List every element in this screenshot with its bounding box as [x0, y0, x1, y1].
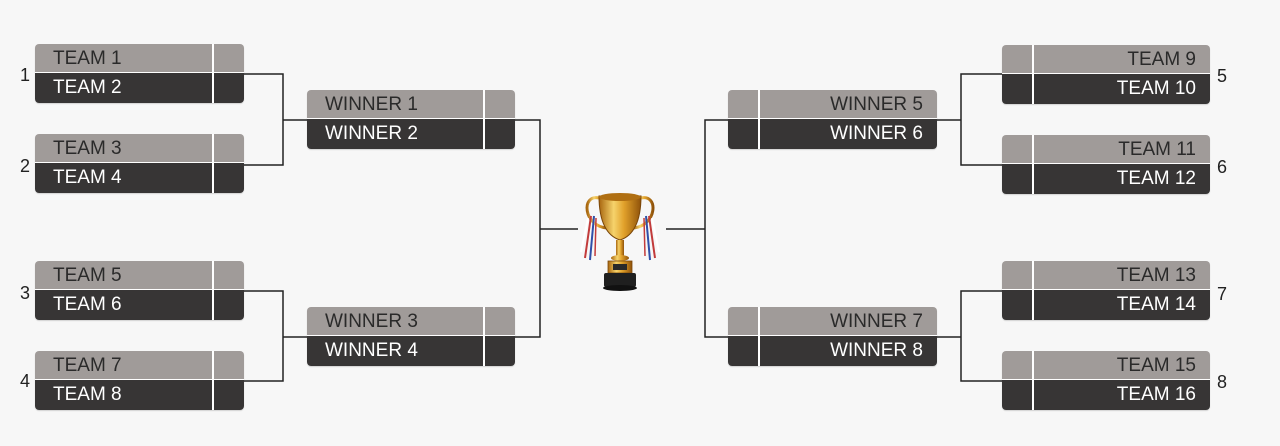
score-box[interactable]: [728, 119, 760, 149]
team-slot[interactable]: WINNER 5: [728, 90, 937, 119]
team-slot[interactable]: WINNER 1: [307, 90, 515, 119]
score-box[interactable]: [1002, 74, 1034, 104]
team-slot[interactable]: TEAM 9: [1002, 45, 1210, 74]
team-name: TEAM 13: [1116, 265, 1196, 286]
score-box[interactable]: [1002, 261, 1034, 289]
semifinal-left-top: WINNER 1 WINNER 2: [307, 90, 515, 149]
team-slot[interactable]: WINNER 4: [307, 336, 515, 366]
team-slot[interactable]: TEAM 3: [35, 134, 244, 163]
team-slot[interactable]: TEAM 6: [35, 290, 244, 320]
score-box[interactable]: [212, 134, 244, 162]
team-slot[interactable]: TEAM 12: [1002, 164, 1210, 194]
match-6: TEAM 11 TEAM 12: [1002, 135, 1210, 194]
score-box[interactable]: [483, 307, 515, 335]
semifinal-right-bottom: WINNER 7 WINNER 8: [728, 307, 937, 366]
score-box[interactable]: [728, 307, 760, 335]
team-slot[interactable]: TEAM 5: [35, 261, 244, 290]
team-name: TEAM 3: [53, 138, 122, 159]
match-number: 4: [19, 371, 30, 391]
team-name: TEAM 8: [53, 384, 122, 405]
score-box[interactable]: [212, 351, 244, 379]
team-slot[interactable]: TEAM 13: [1002, 261, 1210, 290]
match-2: TEAM 3 TEAM 4: [35, 134, 244, 193]
team-name: TEAM 9: [1127, 49, 1196, 70]
score-box[interactable]: [728, 336, 760, 366]
score-box[interactable]: [212, 290, 244, 320]
score-box[interactable]: [728, 90, 760, 118]
match-number: 3: [19, 283, 30, 303]
match-3: TEAM 5 TEAM 6: [35, 261, 244, 320]
team-name: TEAM 7: [53, 355, 122, 376]
team-slot[interactable]: TEAM 10: [1002, 74, 1210, 104]
winner-name: WINNER 3: [325, 311, 418, 332]
team-slot[interactable]: TEAM 14: [1002, 290, 1210, 320]
score-box[interactable]: [483, 90, 515, 118]
score-box[interactable]: [212, 163, 244, 193]
score-box[interactable]: [483, 336, 515, 366]
match-5: TEAM 9 TEAM 10: [1002, 45, 1210, 104]
team-name: TEAM 4: [53, 167, 122, 188]
score-box[interactable]: [212, 261, 244, 289]
team-name: TEAM 11: [1118, 139, 1196, 160]
team-slot[interactable]: TEAM 2: [35, 73, 244, 103]
winner-name: WINNER 2: [325, 123, 418, 144]
match-number: 7: [1216, 284, 1227, 304]
team-slot[interactable]: TEAM 7: [35, 351, 244, 380]
match-number: 8: [1216, 372, 1227, 392]
match-7: TEAM 13 TEAM 14: [1002, 261, 1210, 320]
match-number: 5: [1216, 66, 1227, 86]
score-box[interactable]: [212, 73, 244, 103]
winner-name: WINNER 4: [325, 340, 418, 361]
winner-name: WINNER 1: [325, 94, 418, 115]
team-name: TEAM 14: [1116, 294, 1196, 315]
score-box[interactable]: [1002, 290, 1034, 320]
score-box[interactable]: [212, 44, 244, 72]
score-box[interactable]: [1002, 135, 1034, 163]
team-slot[interactable]: WINNER 2: [307, 119, 515, 149]
score-box[interactable]: [1002, 380, 1034, 410]
match-8: TEAM 15 TEAM 16: [1002, 351, 1210, 410]
team-name: TEAM 1: [53, 48, 122, 69]
team-slot[interactable]: WINNER 3: [307, 307, 515, 336]
team-name: TEAM 10: [1116, 78, 1196, 99]
team-name: TEAM 6: [53, 294, 122, 315]
team-slot[interactable]: WINNER 7: [728, 307, 937, 336]
team-slot[interactable]: TEAM 11: [1002, 135, 1210, 164]
semifinal-right-top: WINNER 5 WINNER 6: [728, 90, 937, 149]
winner-name: WINNER 8: [830, 340, 923, 361]
team-slot[interactable]: WINNER 8: [728, 336, 937, 366]
winner-name: WINNER 6: [830, 123, 923, 144]
match-number: 2: [19, 156, 30, 176]
team-name: TEAM 2: [53, 77, 122, 98]
match-1: TEAM 1 TEAM 2: [35, 44, 244, 103]
trophy-icon: [580, 193, 660, 291]
team-name: TEAM 5: [53, 265, 122, 286]
score-box[interactable]: [1002, 164, 1034, 194]
team-slot[interactable]: WINNER 6: [728, 119, 937, 149]
score-box[interactable]: [1002, 45, 1034, 73]
team-slot[interactable]: TEAM 8: [35, 380, 244, 410]
team-name: TEAM 15: [1116, 355, 1196, 376]
team-slot[interactable]: TEAM 15: [1002, 351, 1210, 380]
team-slot[interactable]: TEAM 4: [35, 163, 244, 193]
team-name: TEAM 16: [1116, 384, 1196, 405]
score-box[interactable]: [212, 380, 244, 410]
score-box[interactable]: [1002, 351, 1034, 379]
team-name: TEAM 12: [1116, 168, 1196, 189]
match-4: TEAM 7 TEAM 8: [35, 351, 244, 410]
winner-name: WINNER 7: [830, 311, 923, 332]
winner-name: WINNER 5: [830, 94, 923, 115]
team-slot[interactable]: TEAM 16: [1002, 380, 1210, 410]
match-number: 6: [1216, 157, 1227, 177]
score-box[interactable]: [483, 119, 515, 149]
match-number: 1: [19, 65, 30, 85]
team-slot[interactable]: TEAM 1: [35, 44, 244, 73]
semifinal-left-bottom: WINNER 3 WINNER 4: [307, 307, 515, 366]
